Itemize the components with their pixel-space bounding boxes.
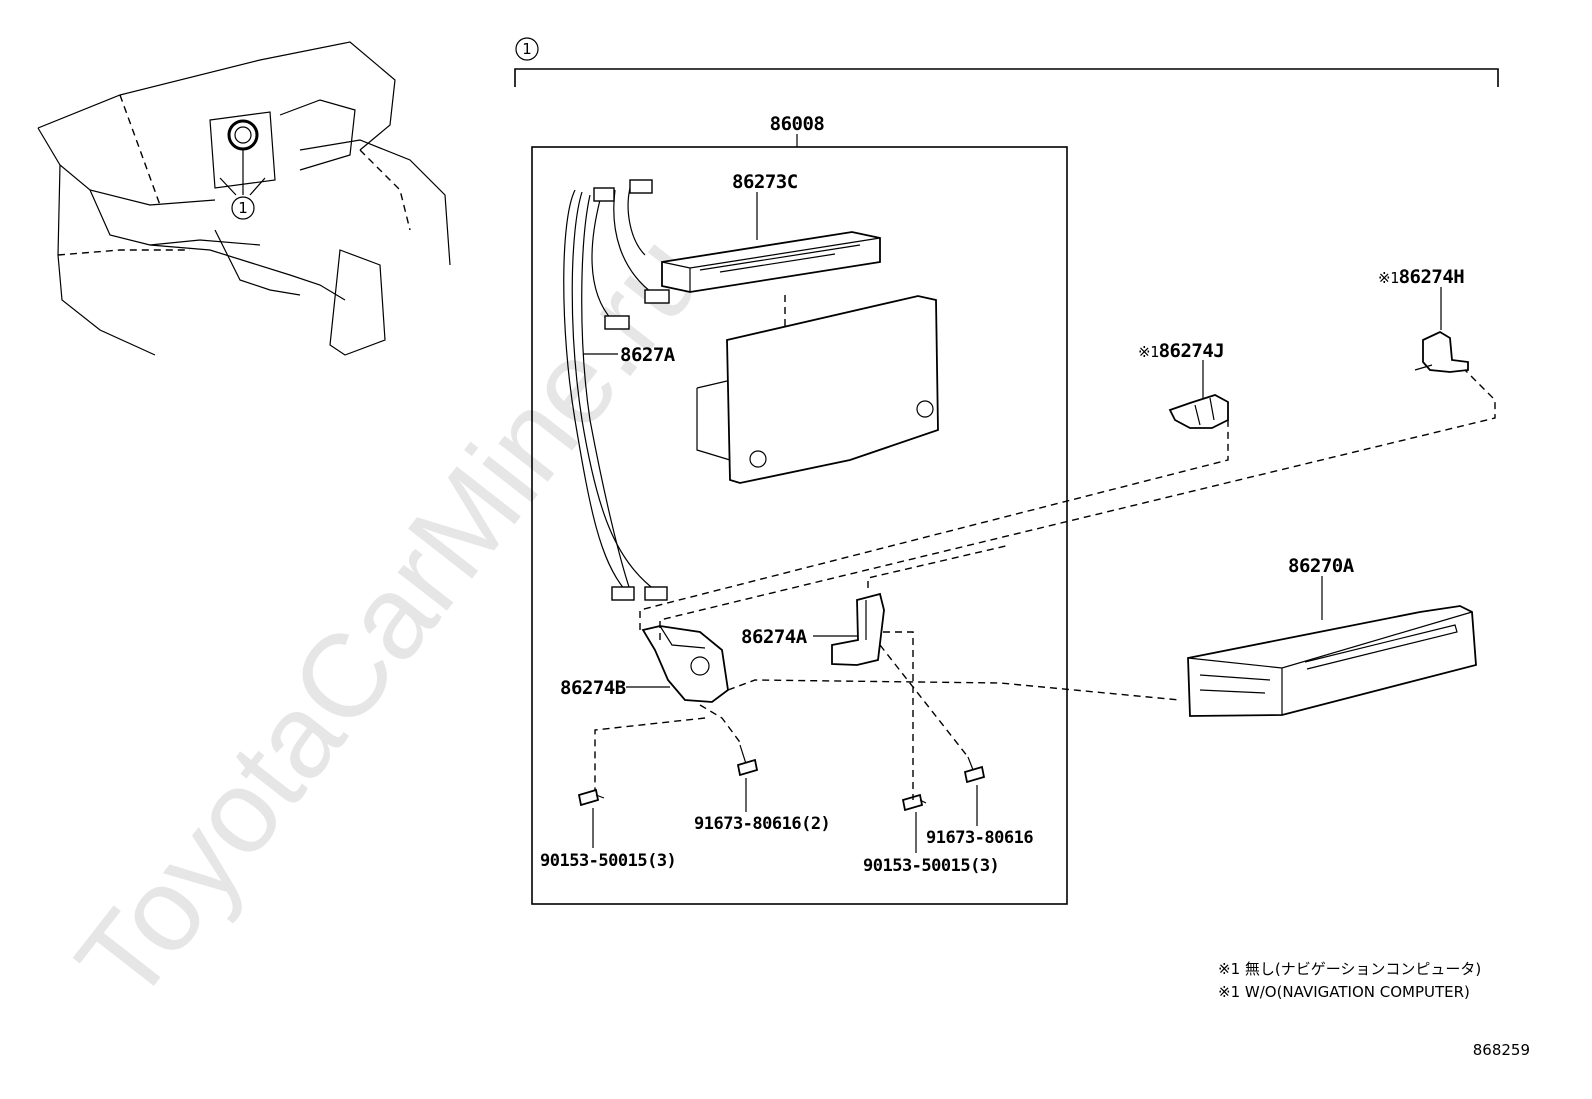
label-86274J: ※186274J	[1138, 340, 1224, 362]
dashboard-locator-illustration: 1	[37, 41, 451, 356]
label-86274B: 86274B	[560, 677, 626, 699]
screw-91673-right	[963, 756, 986, 784]
label-86270A: 86270A	[1288, 555, 1355, 577]
label-86274A: 86274A	[741, 626, 808, 648]
note-line-jp: ※1 無し(ナビゲーションコンピュータ)	[1218, 960, 1481, 978]
label-90153-50015-right: 90153-50015(3)	[863, 856, 999, 876]
part-86274J-bracket	[1168, 394, 1229, 429]
assembly-guide-lines	[594, 364, 1496, 800]
note-line-en: ※1 W/O(NAVIGATION COMPUTER)	[1218, 983, 1470, 1001]
screw-90153-right	[901, 793, 927, 812]
part-86273C-panel	[661, 231, 881, 293]
screw-91673-left	[736, 744, 759, 777]
label-90153-50015-left: 90153-50015(3)	[540, 851, 676, 871]
label-8627A: 8627A	[620, 344, 676, 366]
display-module	[696, 295, 939, 484]
label-86274H-number: 86274H	[1399, 266, 1465, 288]
part-86274A-bracket	[831, 592, 885, 666]
locator-callout-marker: 1	[238, 199, 248, 217]
label-86274H-prefix: ※1	[1378, 269, 1399, 287]
label-86008: 86008	[770, 113, 825, 135]
callout-bracket: 1	[514, 37, 1499, 87]
label-86274J-prefix: ※1	[1138, 343, 1159, 361]
callout-marker: 1	[522, 40, 532, 58]
label-86274J-number: 86274J	[1159, 340, 1225, 362]
part-86274B-bracket	[641, 625, 729, 703]
label-91673-80616: 91673-80616	[926, 828, 1033, 848]
screw-90153-left	[577, 788, 605, 807]
label-91673-80616-2: 91673-80616(2)	[694, 814, 830, 834]
part-86274H-bracket	[1414, 330, 1469, 373]
part-86270A-unit	[1187, 605, 1477, 717]
figure-reference: 868259	[1473, 1041, 1530, 1059]
part-8627A-harness	[563, 179, 670, 601]
label-86273C: 86273C	[732, 171, 798, 193]
assembly-box-86008	[531, 146, 1068, 905]
label-86274H: ※186274H	[1378, 266, 1464, 288]
